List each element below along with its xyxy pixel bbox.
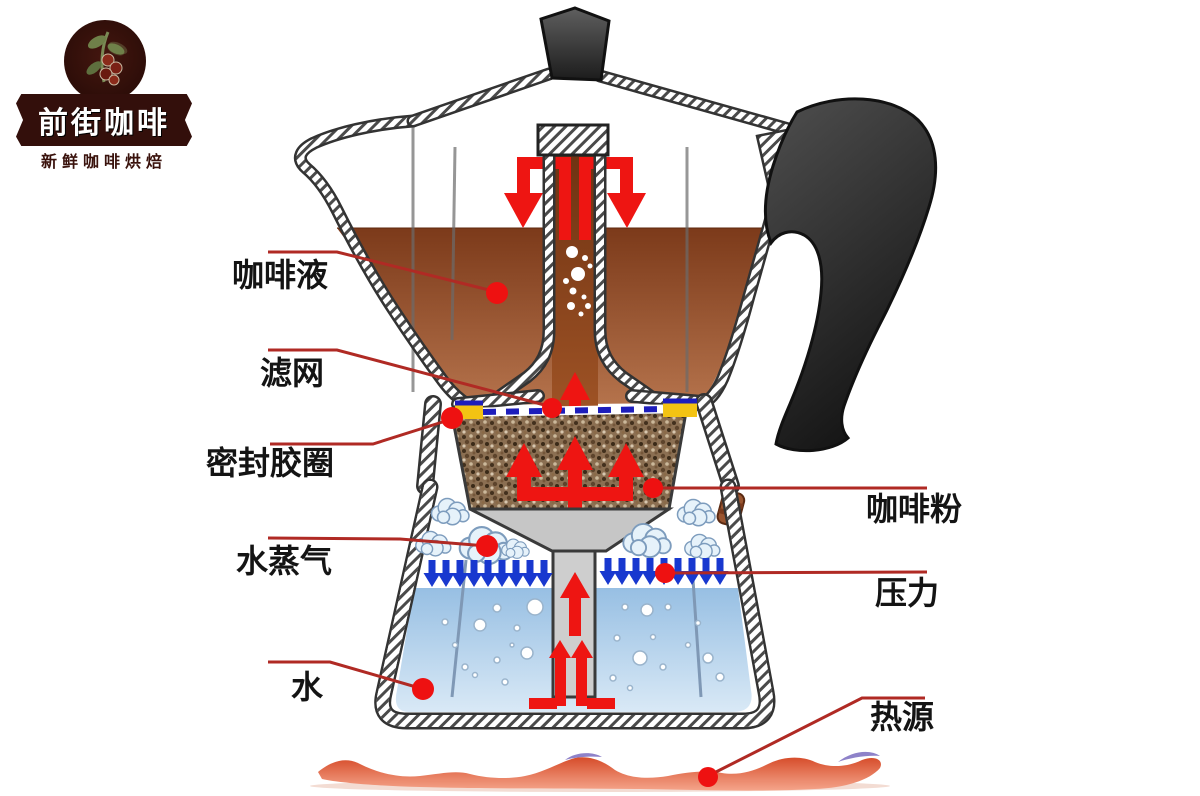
lid-knob xyxy=(539,6,611,82)
filter-plate-dashed-line xyxy=(482,406,664,415)
logo-title: 前街咖啡 xyxy=(38,107,170,140)
coffee-liquid-line xyxy=(268,250,498,294)
steam-line xyxy=(267,536,488,548)
water-bubbles xyxy=(441,598,725,692)
boiler-walls xyxy=(374,478,776,730)
brand-logo: 前街咖啡 新鲜咖啡烘焙 xyxy=(10,8,198,171)
label-steam: 水蒸气 xyxy=(236,543,333,579)
label-anchor-dots xyxy=(412,282,718,787)
water-line xyxy=(268,660,424,691)
label-filter: 滤网 xyxy=(260,355,325,391)
gasket-and-filter xyxy=(455,398,697,419)
coffee-branch-icon xyxy=(86,31,128,86)
logo-coffee-branch-emblem xyxy=(64,20,146,102)
label-water: 水 xyxy=(291,669,324,705)
label-heat-source: 热源 xyxy=(870,699,935,735)
tube-flow-arrows xyxy=(529,572,615,709)
label-coffee-grounds: 咖啡粉 xyxy=(866,491,963,527)
lid xyxy=(406,67,799,137)
handle xyxy=(763,97,938,453)
label-lines xyxy=(267,250,928,778)
logo-banner: 前街咖啡 xyxy=(16,94,192,146)
heat-source-line xyxy=(707,696,925,778)
gasket-line xyxy=(270,417,453,446)
chimney-cap xyxy=(536,123,610,157)
label-gasket: 密封胶圈 xyxy=(206,445,335,481)
label-coffee-liquid: 咖啡液 xyxy=(232,257,329,293)
filter-line xyxy=(268,348,553,409)
heat-source-flame xyxy=(310,751,890,792)
pressure-line xyxy=(664,570,928,575)
label-pressure: 压力 xyxy=(875,575,940,611)
logo-subtitle: 新鲜咖啡烘焙 xyxy=(40,154,167,171)
